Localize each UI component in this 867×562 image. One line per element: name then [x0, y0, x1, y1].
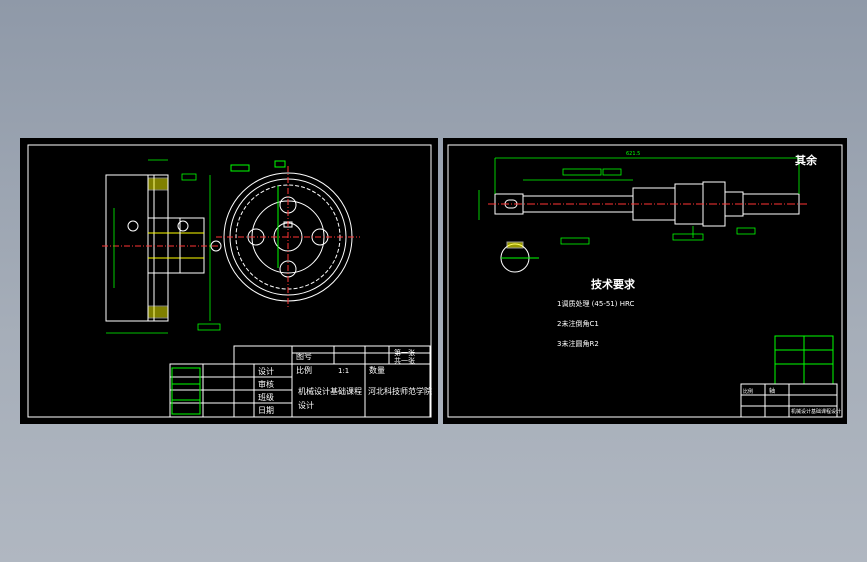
- sheet-label: 第一张: [394, 348, 415, 357]
- tech-note-1: 1调质处理 (45-51) HRC: [557, 299, 634, 308]
- scale-label: 比例: [296, 365, 312, 375]
- left-drawing-sheet[interactable]: 图号 第一张 共一张 比例 1:1 数量 机械设计基础课程 设计 河北科技师范学…: [20, 138, 438, 424]
- right-school: 机械设计基础课程设计: [791, 408, 841, 415]
- course-title: 机械设计基础课程: [298, 386, 362, 396]
- row-date: 日期: [258, 406, 274, 415]
- scale-value: 1:1: [338, 367, 349, 375]
- row-design: 设计: [258, 366, 274, 376]
- right-part-name: 轴: [769, 387, 775, 395]
- qty-label: 数量: [369, 365, 385, 375]
- school-name: 河北科技师范学院: [368, 386, 432, 396]
- drawing-no-label: 图号: [296, 352, 312, 361]
- shaft-view: [488, 181, 807, 227]
- row-class: 班级: [258, 392, 274, 402]
- sheet-border: [27, 144, 432, 418]
- overall-length: 621.5: [626, 151, 640, 157]
- sheet-border: [447, 144, 843, 418]
- roughness-note: 其余: [795, 153, 818, 167]
- right-stamp-grid: [774, 335, 834, 385]
- course-title-2: 设计: [298, 400, 314, 410]
- gear-section-view: [102, 174, 222, 322]
- right-scale-label: 比例: [743, 388, 753, 395]
- tech-note-3: 3未注圆角R2: [557, 339, 599, 348]
- sheet-total: 共一张: [394, 356, 415, 365]
- tech-title: 技术要求: [591, 277, 636, 291]
- row-review: 审核: [258, 379, 274, 389]
- gear-drawing: 图号 第一张 共一张 比例 1:1 数量 机械设计基础课程 设计 河北科技师范学…: [27, 144, 432, 418]
- shaft-drawing: 621.5 其余 技术要求 1调质处理 (45-51) HRC 2未注倒角C1 …: [447, 144, 843, 418]
- section-dimensions: [106, 159, 221, 334]
- gear-front-view: [216, 160, 360, 308]
- right-title-block: [740, 383, 838, 418]
- right-drawing-sheet[interactable]: 621.5 其余 技术要求 1调质处理 (45-51) HRC 2未注倒角C1 …: [443, 138, 847, 424]
- left-stamp-grid: [171, 367, 201, 415]
- shaft-dimensions: [478, 157, 800, 245]
- tech-note-2: 2未注倒角C1: [557, 319, 599, 328]
- left-title-block: [169, 345, 431, 418]
- key-section-view: [500, 241, 539, 273]
